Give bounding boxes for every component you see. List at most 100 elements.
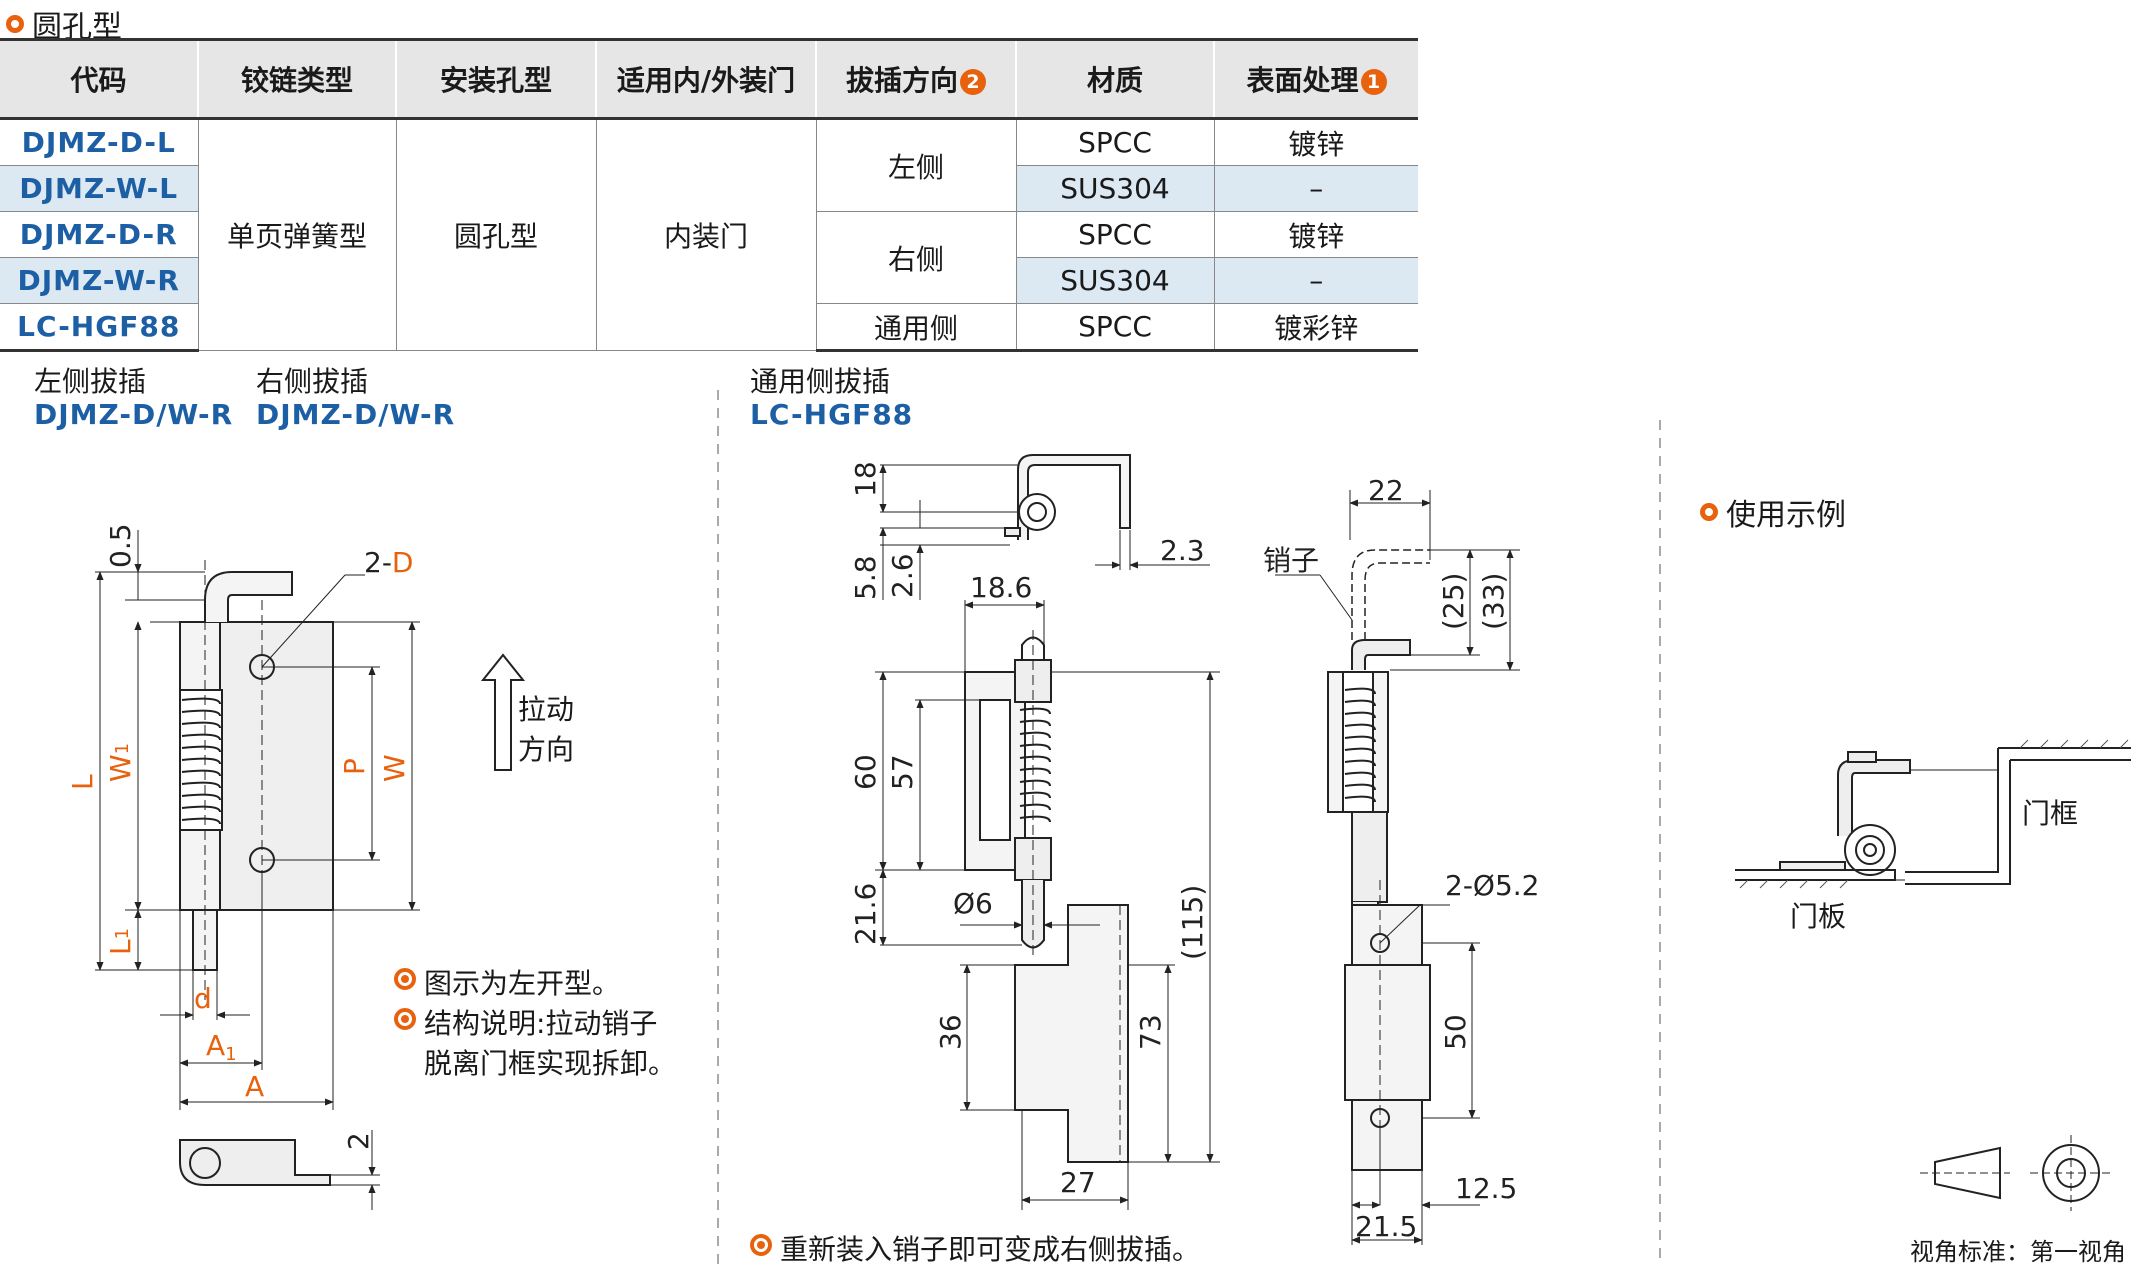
bullet-icon [394, 968, 416, 990]
right-title: 右侧拔插 [256, 365, 369, 398]
header-hole-type: 安装孔型 [395, 38, 596, 120]
cell-surface: – [1213, 165, 1418, 212]
dim-P: P [338, 758, 371, 775]
left-dim-labels: 0.5 L W1 L1 P W 2-D d A1 A 2 [66, 523, 413, 1150]
dim-27: 27 [1060, 1166, 1096, 1199]
dim-W: W [378, 754, 411, 782]
dim-33: (33) [1477, 573, 1510, 630]
right-dim-labels: 22 (25) (33) 销子 2-Ø5.2 50 12.5 21.5 [1263, 474, 1540, 1243]
dim-57: 57 [886, 754, 919, 790]
dim-W1: W1 [104, 743, 137, 782]
cell-surface: 镀锌 [1213, 211, 1418, 258]
note-3-text: 重新装入销子即可变成右侧拔插。 [780, 1233, 1201, 1266]
pull-label-2: 方向 [518, 733, 575, 766]
cell-material: SUS304 [1015, 257, 1214, 304]
dim-A1: A1 [206, 1029, 237, 1065]
right-code: DJMZ-D/W-R [256, 398, 456, 431]
cell-code: DJMZ-W-R [0, 257, 198, 304]
door-panel-label: 门板 [1790, 900, 1847, 933]
table-row: DJMZ-W-L SUS304 – [0, 165, 1418, 212]
cell-hinge-type: 单页弹簧型 [197, 118, 396, 351]
note-2-line1: 结构说明:拉动销子 [424, 1007, 658, 1040]
header-code: 代码 [0, 38, 198, 120]
cell-material: SPCC [1015, 303, 1214, 352]
header-door-type: 适用内/外装门 [595, 38, 816, 120]
table-row: DJMZ-D-R 右侧 SPCC 镀锌 [0, 211, 1418, 304]
cell-dir-common: 通用侧 [815, 303, 1016, 352]
table-row: DJMZ-D-L 单页弹簧型 圆孔型 内装门 左侧 SPCC 镀锌 [0, 118, 1418, 351]
usage-example-drawing [1735, 747, 2131, 885]
dim-12-5: 12.5 [1455, 1172, 1517, 1205]
dim-73: 73 [1134, 1014, 1167, 1050]
cell-surface: 镀锌 [1213, 118, 1418, 166]
cell-dir-right: 右侧 [815, 211, 1016, 304]
note-badge-1: 1 [1360, 69, 1387, 95]
usage-title: 使用示例 [1700, 490, 1846, 534]
ring-bullet-icon [6, 15, 24, 33]
dim-5-8: 5.8 [849, 555, 882, 600]
cell-dir-left: 左侧 [815, 118, 1016, 212]
cell-door-type: 内装门 [595, 118, 816, 351]
dim-L1: L1 [104, 928, 137, 955]
right-hinge-drawing [1275, 490, 1520, 1245]
dim-18-6: 18.6 [970, 571, 1032, 604]
note-2-line2: 脱离门框实现拆卸。 [424, 1047, 677, 1080]
dim-18: 18 [849, 461, 882, 497]
header-material: 材质 [1015, 38, 1214, 120]
middle-dim-labels: 18 5.8 2.6 2.3 18.6 60 57 21.6 Ø6 (115) … [849, 461, 1209, 1199]
note-3: 重新装入销子即可变成右侧拔插。 [750, 1228, 1200, 1268]
dim-2-phi5-2: 2-Ø5.2 [1445, 869, 1540, 902]
table-row: LC-HGF88 通用侧 SPCC 镀彩锌 [0, 303, 1418, 352]
usage-title-text: 使用示例 [1726, 498, 1846, 533]
cell-code: LC-HGF88 [0, 303, 198, 352]
first-angle-projection-icon [1920, 1135, 2112, 1211]
bullet-icon [394, 1008, 416, 1030]
cell-material: SUS304 [1015, 165, 1214, 212]
cell-code: DJMZ-D-L [0, 118, 198, 166]
note-2: 结构说明:拉动销子 脱离门框实现拆卸。 [394, 1002, 676, 1082]
middle-hinge-drawing [875, 454, 1220, 1210]
dim-22: 22 [1368, 474, 1404, 507]
dim-36: 36 [934, 1014, 967, 1050]
dim-25: (25) [1437, 573, 1470, 630]
dim-115: (115) [1176, 885, 1209, 960]
ring-bullet-icon [1700, 503, 1718, 521]
cell-code: DJMZ-D-R [0, 211, 198, 258]
header-surface-text: 表面处理 [1246, 64, 1359, 97]
left-hinge-drawing [95, 530, 526, 1210]
usage-hatch [1739, 739, 2129, 889]
note-1-text: 图示为左开型。 [424, 967, 621, 1000]
cell-material: SPCC [1015, 118, 1214, 166]
dim-2-6: 2.6 [886, 553, 919, 598]
common-title: 通用侧拔插 [750, 365, 891, 398]
dim-21-5: 21.5 [1355, 1210, 1417, 1243]
dim-60: 60 [849, 754, 882, 790]
common-code: LC-HGF88 [750, 398, 914, 431]
cell-surface: 镀彩锌 [1213, 303, 1418, 352]
header-hinge-type: 铰链类型 [197, 38, 396, 120]
pin-label: 销子 [1263, 544, 1319, 577]
dim-2-3: 2.3 [1160, 534, 1205, 567]
dim-d: d [194, 982, 212, 1015]
dim-A: A [245, 1070, 264, 1103]
dim-L: L [66, 774, 99, 790]
dim-0-5: 0.5 [104, 523, 137, 568]
cell-surface: – [1213, 257, 1418, 304]
door-frame-label: 门框 [2022, 797, 2079, 830]
table-row: DJMZ-W-R SUS304 – [0, 257, 1418, 304]
header-direction-text: 拔插方向 [845, 64, 958, 97]
dim-hole: 2-D [364, 546, 413, 579]
cell-hole-type: 圆孔型 [395, 118, 596, 351]
pull-label-1: 拉动 [518, 693, 575, 726]
dim-21-6: 21.6 [849, 883, 882, 945]
note-2-text: 结构说明:拉动销子 脱离门框实现拆卸。 [424, 1002, 676, 1082]
dim-phi6: Ø6 [953, 887, 993, 920]
cell-material: SPCC [1015, 211, 1214, 258]
bullet-icon [750, 1234, 772, 1256]
dim-50: 50 [1439, 1014, 1472, 1050]
